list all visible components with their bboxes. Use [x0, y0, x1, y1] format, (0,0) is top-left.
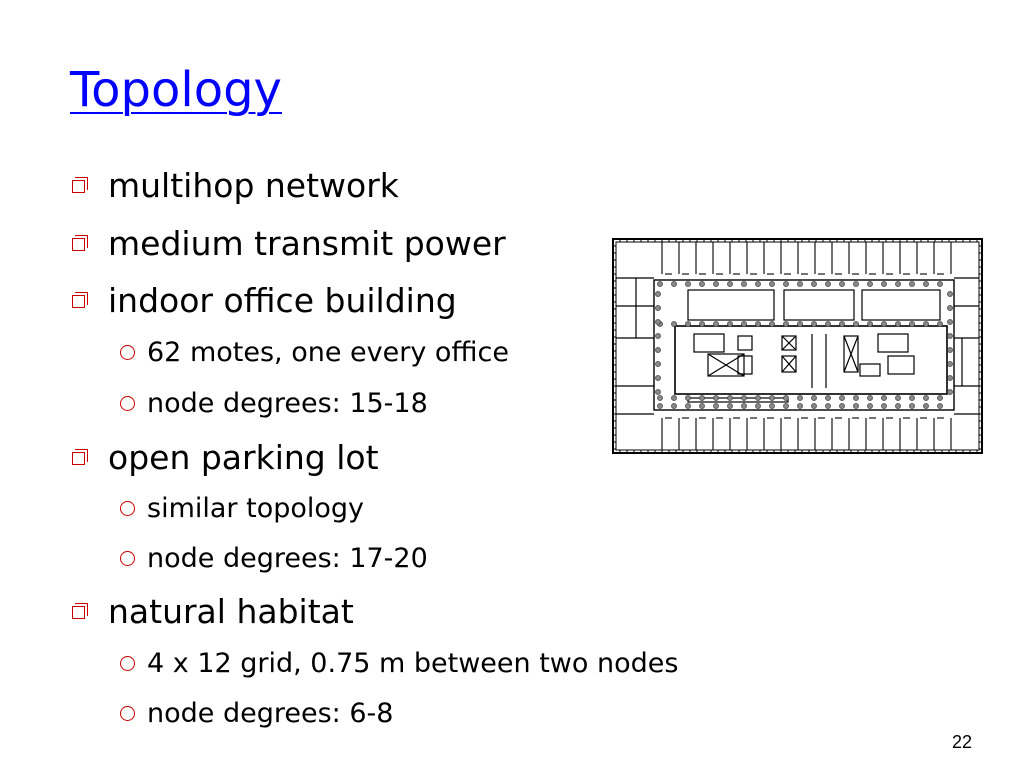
sub-bullet-text: node degrees: 15-18: [147, 388, 428, 419]
circle-bullet-icon: [120, 551, 135, 566]
bullet-text: multihop network: [108, 166, 399, 205]
bullet-item: multihop network: [72, 166, 399, 205]
circle-bullet-icon: [120, 501, 135, 516]
circle-bullet-icon: [120, 706, 135, 721]
sub-bullet-text: 4 x 12 grid, 0.75 m between two nodes: [147, 648, 679, 679]
sub-bullet-item: node degrees: 6-8: [120, 698, 393, 729]
bullet-item: natural habitat: [72, 592, 354, 631]
sub-bullet-item: node degrees: 17-20: [120, 543, 428, 574]
floor-plan-image: [612, 238, 983, 454]
bullet-text: indoor office building: [108, 281, 457, 320]
circle-bullet-icon: [120, 656, 135, 671]
circle-bullet-icon: [120, 396, 135, 411]
square-bullet-icon: [72, 602, 88, 620]
bullet-text: medium transmit power: [108, 224, 506, 263]
sub-bullet-item: 4 x 12 grid, 0.75 m between two nodes: [120, 648, 678, 679]
square-bullet-icon: [72, 176, 88, 194]
sub-bullet-text: 62 motes, one every office: [147, 337, 509, 368]
sub-bullet-item: 62 motes, one every office: [120, 337, 509, 368]
slide-title: Topology: [70, 62, 282, 118]
bullet-text: open parking lot: [108, 438, 379, 477]
sub-bullet-text: similar topology: [147, 493, 365, 524]
square-bullet-icon: [72, 291, 88, 309]
bullet-text: natural habitat: [108, 592, 354, 631]
sub-bullet-item: similar topology: [120, 493, 364, 524]
square-bullet-icon: [72, 234, 88, 252]
bullet-item: medium transmit power: [72, 224, 506, 263]
bullet-item: indoor office building: [72, 281, 457, 320]
sub-bullet-text: node degrees: 17-20: [147, 543, 428, 574]
sub-bullet-item: node degrees: 15-18: [120, 388, 428, 419]
bullet-item: open parking lot: [72, 438, 379, 477]
page-number: 22: [951, 732, 972, 752]
circle-bullet-icon: [120, 345, 135, 360]
sub-bullet-text: node degrees: 6-8: [147, 698, 394, 729]
square-bullet-icon: [72, 448, 88, 466]
